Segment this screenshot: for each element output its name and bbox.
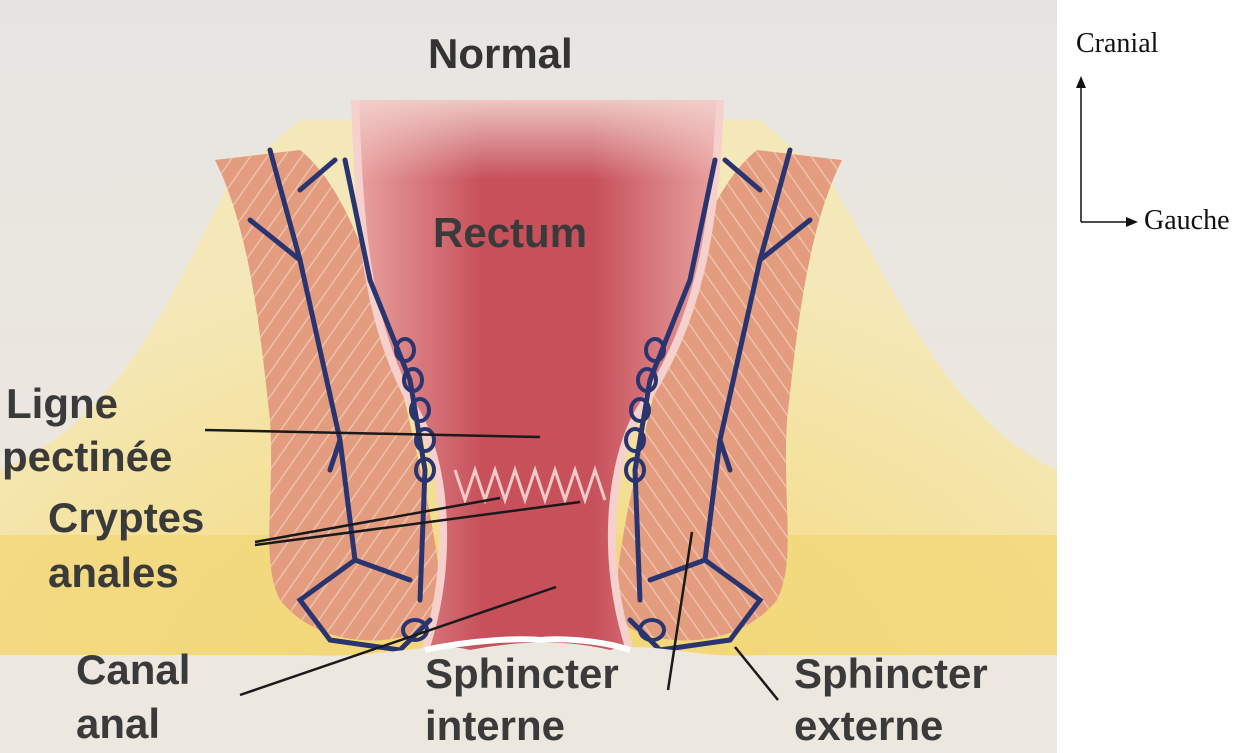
label-sphincter-interne-line1: Sphincter — [425, 653, 619, 695]
label-sphincter-externe-line2: externe — [794, 705, 943, 747]
orientation-gauche-label: Gauche — [1144, 207, 1230, 235]
diagram-title: Normal — [428, 33, 573, 75]
label-canal-anal-line1: Canal — [76, 649, 190, 691]
anal-canal-illustration — [0, 0, 1057, 753]
label-sphincter-externe-line1: Sphincter — [794, 653, 988, 695]
orientation-axes — [1068, 72, 1148, 232]
label-rectum: Rectum — [433, 212, 587, 254]
label-ligne-pectinee-line2: pectinée — [2, 436, 172, 478]
cranial-arrow-head — [1076, 76, 1086, 88]
label-ligne-pectinee-line1: Ligne — [6, 383, 118, 425]
gauche-arrow-head — [1126, 217, 1138, 227]
label-cryptes-anales-line1: Cryptes — [48, 497, 204, 539]
orientation-cranial-label: Cranial — [1076, 30, 1158, 58]
label-canal-anal-line2: anal — [76, 703, 160, 745]
label-cryptes-anales-line2: anales — [48, 552, 179, 594]
label-sphincter-interne-line2: interne — [425, 705, 565, 747]
